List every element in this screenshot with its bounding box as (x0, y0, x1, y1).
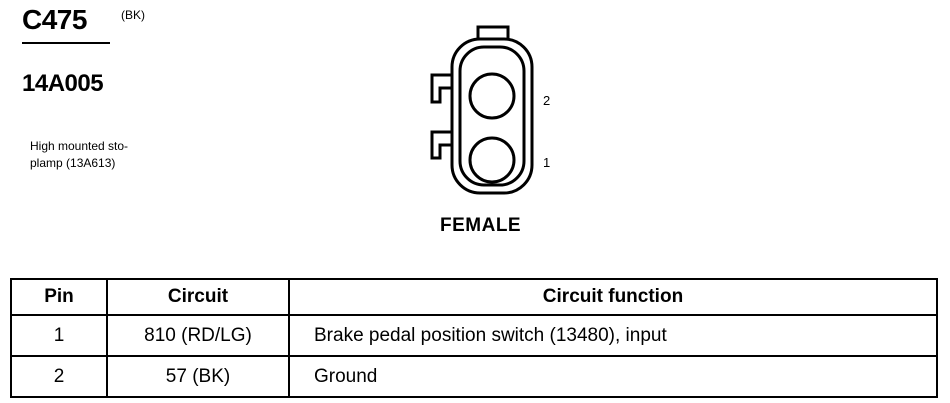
cell-pin: 2 (10, 355, 108, 398)
connector-face-diagram (430, 25, 534, 195)
pin-label-2: 2 (543, 93, 551, 108)
connector-housing-outer (450, 37, 534, 195)
description-line-1: High mounted sto- (30, 139, 129, 153)
pin-label-1: 1 (543, 155, 551, 170)
header-circuit: Circuit (106, 278, 290, 316)
lock-tab-lower (430, 130, 452, 160)
connector-gender: FEMALE (440, 215, 522, 236)
table-header-row: Pin Circuit Circuit function (10, 278, 938, 316)
table-row: 1 810 (RD/LG) Brake pedal position switc… (10, 314, 938, 357)
lock-tab-upper (430, 73, 452, 104)
connector-id-underline (22, 42, 110, 44)
part-number: 14A005 (22, 70, 104, 97)
pin-cavity-2 (468, 72, 516, 120)
cell-circuit: 810 (RD/LG) (106, 314, 290, 357)
pin-table: Pin Circuit Circuit function 1 810 (RD/L… (10, 278, 938, 398)
connector-housing-inner (458, 45, 526, 187)
cell-function: Ground (288, 355, 938, 398)
connector-description: High mounted sto- plamp (13A613) (30, 138, 200, 172)
header-circuit-function: Circuit function (288, 278, 938, 316)
table-row: 2 57 (BK) Ground (10, 355, 938, 398)
connector-color: (BK) (121, 8, 145, 22)
description-line-2: plamp (13A613) (30, 156, 116, 170)
connector-latch (476, 25, 510, 39)
cell-function: Brake pedal position switch (13480), inp… (288, 314, 938, 357)
pin-cavity-1 (468, 136, 516, 184)
cell-circuit: 57 (BK) (106, 355, 290, 398)
connector-id: C475 (22, 4, 87, 35)
header-pin: Pin (10, 278, 108, 316)
cell-pin: 1 (10, 314, 108, 357)
